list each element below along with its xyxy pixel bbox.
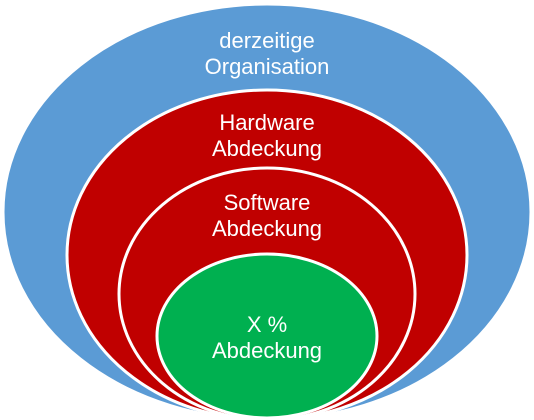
software-label: Software Abdeckung xyxy=(0,190,534,242)
hardware-label-line-1: Hardware xyxy=(219,110,315,135)
inner-label-line-1: X % xyxy=(246,312,288,337)
hardware-label-line-2: Abdeckung xyxy=(211,136,323,161)
hardware-label: Hardware Abdeckung xyxy=(0,110,534,162)
outer-label-line-1: derzeitige xyxy=(219,28,315,53)
outer-label: derzeitige Organisation xyxy=(0,28,534,80)
software-label-line-2: Abdeckung xyxy=(211,216,323,241)
inner-ellipse xyxy=(155,252,379,420)
inner-label-line-2: Abdeckung xyxy=(211,338,323,363)
inner-label: X % Abdeckung xyxy=(0,312,534,364)
outer-label-line-2: Organisation xyxy=(204,54,330,79)
software-label-line-1: Software xyxy=(223,190,311,215)
